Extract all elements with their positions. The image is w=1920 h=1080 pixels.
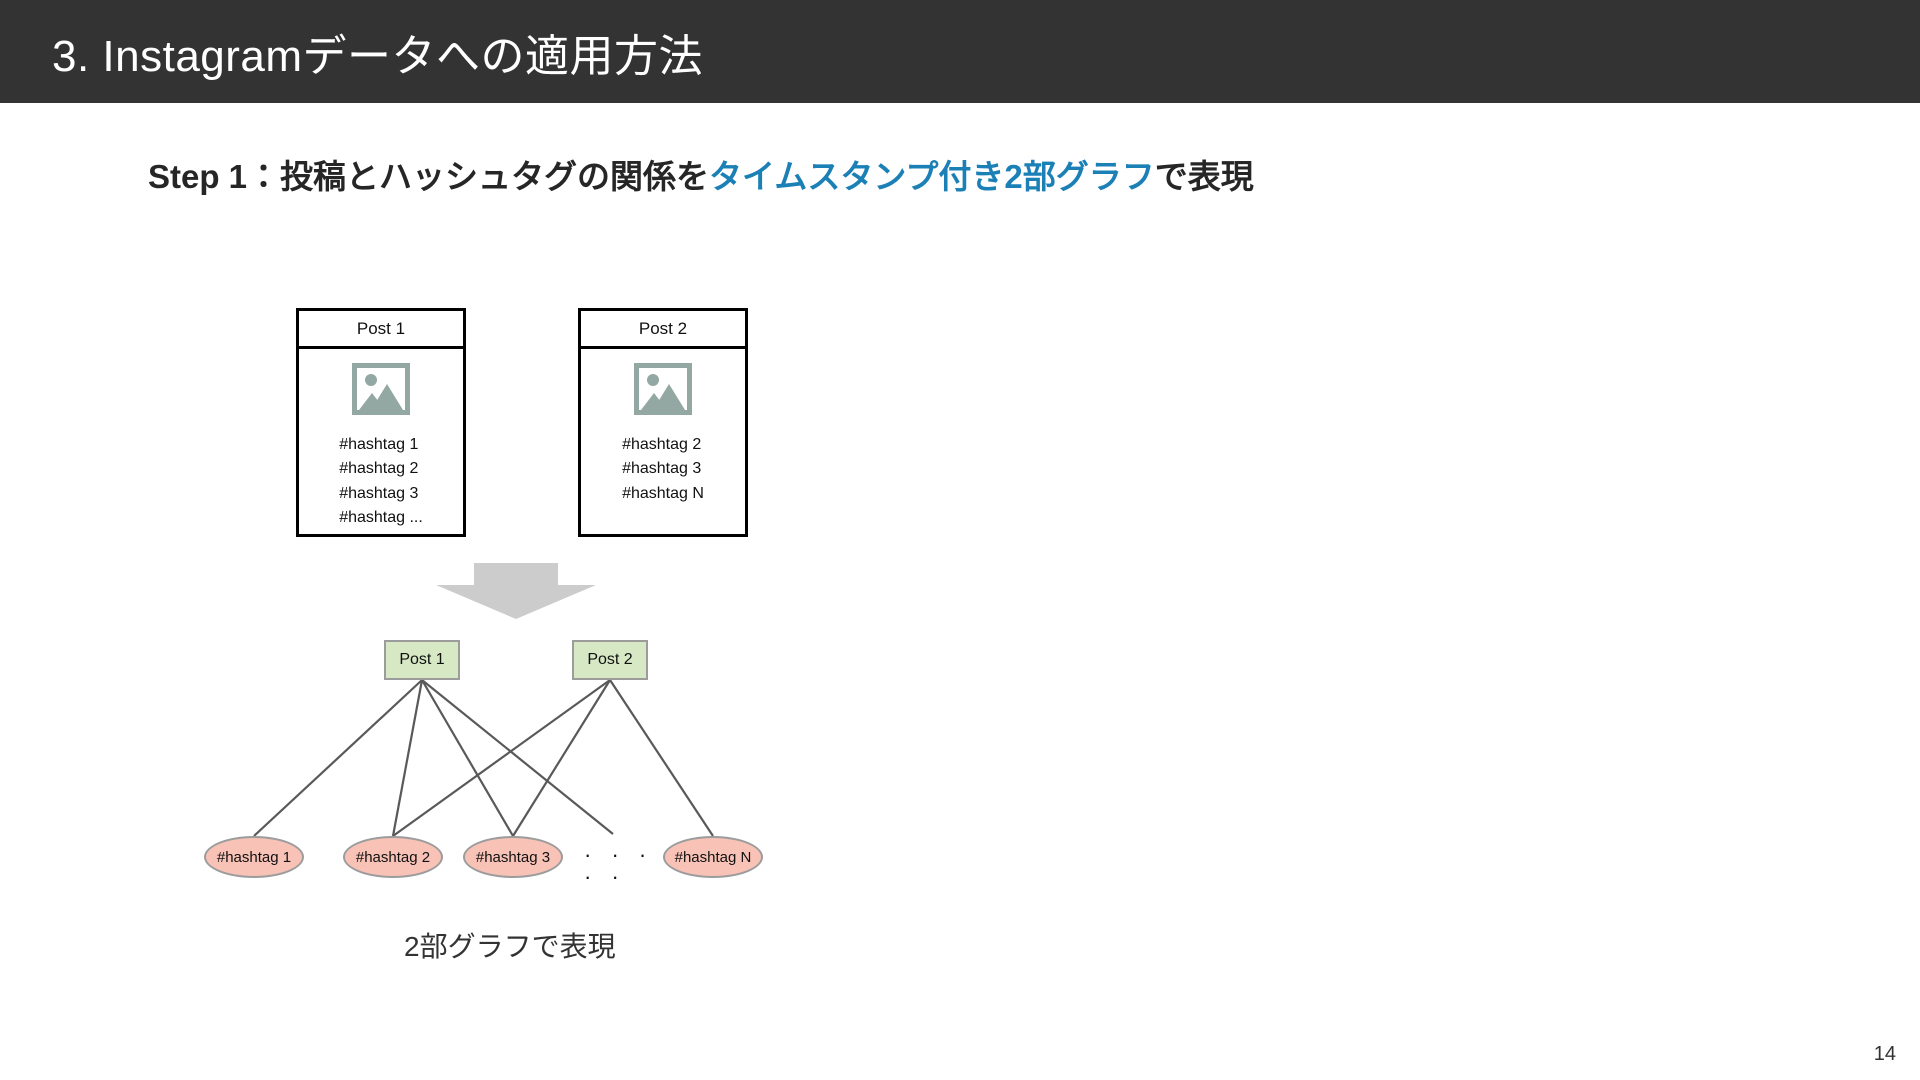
hashtag-list: #hashtag 1 #hashtag 2 #hashtag 3 #hashta… — [339, 433, 423, 530]
graph-post-node[interactable]: Post 1 — [384, 640, 460, 680]
graph-edges — [253, 679, 714, 837]
hashtag-item: #hashtag ... — [339, 508, 423, 526]
hashtag-item: #hashtag 2 — [339, 460, 419, 478]
header-bar: 3. Instagramデータへの適用方法 — [0, 0, 1920, 103]
graph-post-node[interactable]: Post 2 — [572, 640, 648, 680]
hashtag-item: #hashtag N — [622, 484, 704, 502]
graph-hashtag-node[interactable]: #hashtag N — [663, 836, 763, 878]
edge-post1-hashtag1 — [253, 679, 423, 837]
graph-caption: 2部グラフで表現 — [404, 931, 616, 962]
edge-post2-hashtag3 — [512, 679, 611, 837]
graph-hashtag-node[interactable]: #hashtag 2 — [343, 836, 443, 878]
page-number: 14 — [1873, 1043, 1896, 1065]
hashtag-item: #hashtag 1 — [339, 436, 419, 453]
page-title: 3. Instagramデータへの適用方法 — [52, 31, 704, 81]
post-card-title: Post 2 — [581, 311, 745, 349]
hashtag-item: #hashtag 3 — [622, 460, 702, 478]
edge-post1-hashtag2 — [391, 679, 424, 837]
subtitle-highlight: タイムスタンプ付き2部グラフ — [709, 158, 1155, 195]
image-placeholder-icon — [352, 363, 410, 415]
post-card-body: #hashtag 1 #hashtag 2 #hashtag 3 #hashta… — [299, 349, 463, 530]
edge-post2-hashtagN — [609, 679, 714, 837]
hashtag-list: #hashtag 2 #hashtag 3 #hashtag N — [622, 433, 704, 506]
edge-post1-ellipsis — [421, 679, 614, 835]
graph-ellipsis: · · · · · — [584, 842, 654, 889]
edge-post1-hashtag3 — [421, 679, 514, 837]
mountain-large-shape — [371, 384, 403, 410]
post-card-body: #hashtag 2 #hashtag 3 #hashtag N — [581, 349, 745, 506]
hashtag-item: #hashtag 2 — [622, 436, 702, 453]
image-placeholder-icon — [634, 363, 692, 415]
down-arrow-icon — [436, 563, 596, 619]
graph-hashtag-node[interactable]: #hashtag 1 — [204, 836, 304, 878]
post-card: Post 1 #hashtag 1 #hashtag 2 #hashtag 3 … — [296, 308, 466, 537]
edge-post2-hashtag2 — [392, 679, 611, 837]
subtitle-suffix: で表現 — [1154, 158, 1254, 195]
graph-hashtag-node[interactable]: #hashtag 3 — [463, 836, 563, 878]
subtitle-prefix: Step 1：投稿とハッシュタグの関係を — [148, 158, 710, 195]
hashtag-item: #hashtag 3 — [339, 484, 419, 502]
step-subtitle: Step 1：投稿とハッシュタグの関係をタイムスタンプ付き2部グラフで表現 — [148, 150, 1254, 198]
post-card: Post 2 #hashtag 2 #hashtag 3 #hashtag N — [578, 308, 748, 537]
sun-shape — [365, 374, 377, 386]
sun-shape — [647, 374, 659, 386]
mountain-large-shape — [653, 384, 685, 410]
post-card-title: Post 1 — [299, 311, 463, 349]
bipartite-graph: Post 1 Post 2 #hashtag 1 #hashtag 2 #has… — [180, 630, 900, 888]
